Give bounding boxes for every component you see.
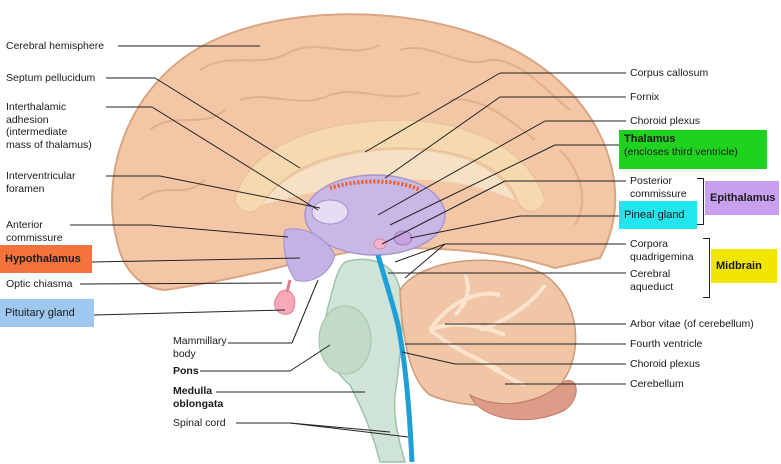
cerebellum-region	[399, 259, 577, 407]
cerebrum	[111, 13, 617, 292]
epithalamus-bracket	[697, 178, 704, 225]
label-fourth-ventricle: Fourth ventricle	[630, 338, 703, 350]
pituitary-region	[274, 289, 296, 315]
epithalamus-box: Epithalamus	[705, 181, 779, 215]
label-mammillary-body: Mammillary body	[173, 335, 227, 360]
gyri	[139, 44, 584, 226]
label-corpora-quadrigemina: Corpora quadrigemina	[630, 238, 694, 263]
label-cerebral-hemisphere: Cerebral hemisphere	[6, 40, 105, 52]
label-interthalamic-adhesion: Interthalamic adhesion (intermediate mas…	[6, 101, 92, 151]
interthalamic-adhesion	[311, 199, 349, 225]
leader-lines	[70, 45, 626, 438]
label-corpus-callosum: Corpus callosum	[630, 67, 709, 79]
label-interventricular-foramen: Interventricular foramen	[6, 170, 76, 195]
pineal-gland-box: Pineal gland	[619, 201, 697, 229]
thalamus-box: Thalamus (encloses third ventricle)	[619, 130, 767, 169]
label-optic-chiasma: Optic chiasma	[6, 278, 73, 290]
label-septum-pellucidum: Septum pellucidum	[6, 72, 96, 84]
midbrain-bracket	[703, 238, 710, 298]
label-pons: Pons	[173, 365, 199, 377]
hypothalamus-region	[283, 228, 336, 282]
label-choroid-plexus-bottom: Choroid plexus	[630, 358, 701, 370]
choroid-plexus-top	[329, 179, 421, 192]
label-arbor-vitae: Arbor vitae (of cerebellum)	[630, 318, 754, 330]
pons-region	[318, 305, 372, 375]
label-fornix: Fornix	[630, 91, 660, 103]
label-cerebellum: Cerebellum	[630, 378, 684, 390]
arbor-vitae-branches	[428, 274, 547, 387]
label-medulla-oblongata: Medulla oblongata	[173, 385, 224, 410]
cerebral-aqueduct	[375, 254, 415, 463]
hypothalamus-box: Hypothalamus	[0, 245, 92, 273]
label-anterior-commissure: Anterior commissure	[6, 219, 63, 244]
label-spinal-cord: Spinal cord	[173, 417, 226, 429]
label-posterior-commissure: Posterior commissure	[630, 175, 687, 200]
pituitary-gland-box: Pituitary gland	[0, 299, 94, 327]
label-cerebral-aqueduct: Cerebral aqueduct	[630, 268, 674, 293]
midbrain-box: Midbrain	[711, 249, 777, 283]
label-choroid-plexus-top: Choroid plexus	[630, 115, 701, 127]
corpus-callosum	[234, 119, 546, 213]
